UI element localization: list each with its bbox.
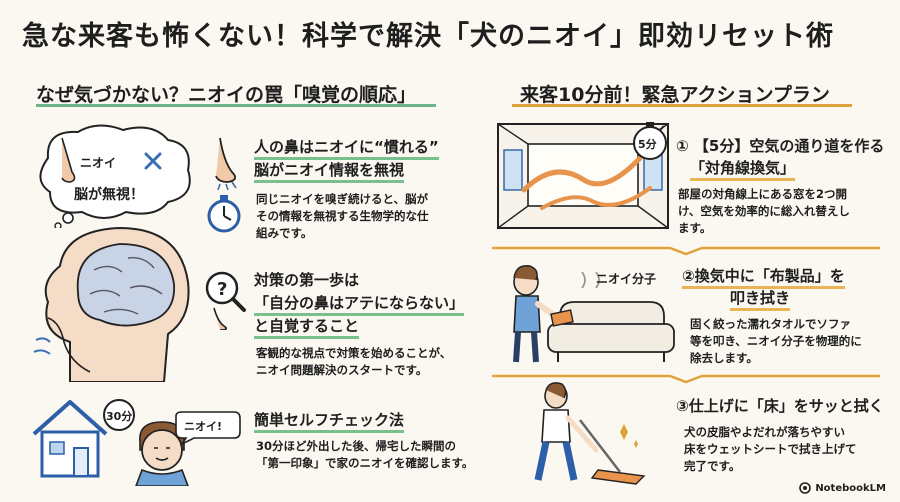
step2-heading-2: 叩き拭き (730, 288, 791, 311)
odor-molecule-tag: ニオイ分子 (596, 272, 657, 286)
magnifier-icon: ? (205, 271, 246, 330)
item2-heading-3: と自覚すること (254, 316, 360, 339)
cross-icon (144, 152, 162, 170)
item2-body-1: 客観的な視点で対策を始めることが、 (256, 346, 452, 360)
item2-heading-1: 対策の第一歩は (254, 271, 360, 289)
item2-heading-2: 「自分の鼻はアテにならない」 (254, 293, 465, 316)
timer-label: 30分 (106, 410, 133, 423)
step3-body-3: 完了です。 (684, 459, 741, 473)
step1-body-3: ます。 (678, 221, 712, 235)
left-title-underline (36, 104, 436, 107)
right-section-title: 来客10分前！緊急アクションプラン (520, 84, 830, 106)
item3-body-1: 30分ほど外出した後、帰宅した瞬間の (256, 439, 457, 453)
notebooklm-icon (799, 482, 812, 494)
step3-body-1: 犬の皮脂やよだれが落ちやすい (684, 425, 845, 439)
item1-heading-1: 人の鼻はニオイに“慣れる” (254, 137, 439, 160)
item1-body-1: 同じニオイを嗅ぎ続けると、脳が (256, 192, 429, 206)
item3-body-2: 「第一印象」で家のニオイを確認します。 (256, 456, 474, 470)
sofa-cleaning-illustration (513, 265, 675, 363)
bubble-label-brain: 脳が無視！ (74, 187, 144, 203)
step2-body-2: 等を叩き、ニオイ分子を物理的に (690, 334, 862, 348)
item3-heading: 簡単セルフチェック法 (254, 410, 405, 433)
nose-icon (215, 137, 237, 190)
left-section-title: なぜ気づかない？ニオイの罠「嗅覚の順応」 (36, 84, 417, 106)
step3-heading: ③仕上げに「床」をサッと拭く (676, 397, 884, 415)
bubble-label-nioi: ニオイ (80, 156, 117, 170)
step3-body-2: 床をウェットシートで拭き上げて (684, 442, 857, 456)
right-title-underline (512, 104, 852, 107)
svg-text:?: ? (217, 279, 227, 300)
item1-body-2: その情報を無視する生物学的な仕 (256, 209, 429, 223)
item2-body-2: ニオイ問題解決のスタートです。 (256, 363, 428, 377)
step1-body-1: 部屋の対角線上にある窓を2つ開 (678, 187, 847, 201)
timer-icon (103, 399, 135, 431)
step1-heading-2: 「対角線換気」 (690, 158, 796, 181)
item1-body-3: 組みです。 (256, 226, 313, 240)
page-title: 急な来客も怖くない！科学で解決「犬のニオイ」即効リセット術 (22, 21, 834, 52)
stopwatch-icon (207, 195, 241, 233)
step1-timer-label: 5分 (638, 138, 657, 151)
person-sniffing (135, 421, 189, 486)
item1-heading-2: 脳がニオイ情報を無視 (254, 160, 405, 183)
timer-icon (633, 122, 667, 160)
nose-icon (61, 137, 76, 183)
section-divider (492, 374, 880, 384)
head-brain-illustration (33, 226, 190, 382)
speech-bubble (175, 411, 241, 446)
brand-logo: NotebookLM (799, 482, 886, 494)
floor-wiping-illustration (534, 382, 646, 485)
step2-body-1: 固く絞った濡れタオルでソファ (690, 317, 851, 331)
step2-body-3: 除去します。 (690, 351, 758, 365)
section-divider (492, 246, 880, 256)
thought-bubble (39, 124, 191, 228)
step1-heading-1: ① 【5分】空気の通り道を作る (676, 137, 885, 155)
speech-text: ニオイ! (184, 420, 223, 433)
house-icon (32, 400, 108, 478)
brand-name: NotebookLM (815, 482, 886, 494)
step1-body-2: け、空気を効率的に総入れ替えし (678, 204, 850, 218)
step2-heading-1: ②換気中に「布製品」を (682, 266, 845, 289)
